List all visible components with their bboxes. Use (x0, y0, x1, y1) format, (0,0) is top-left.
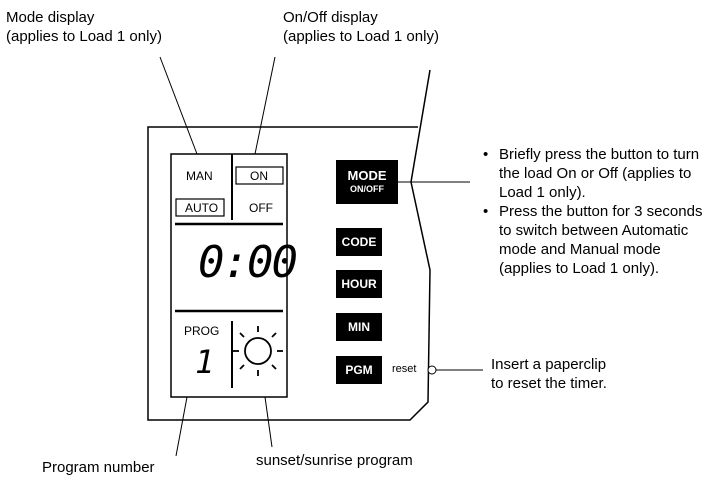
leader-mode-display (159, 56, 198, 155)
code-button[interactable]: CODE (336, 228, 382, 256)
reset-hole-icon (427, 365, 437, 375)
auto-box (175, 198, 225, 217)
lcd-prog-number: 1 (195, 343, 215, 381)
on-box (235, 166, 284, 185)
onoff-display-callout: On/Off display (applies to Load 1 only) (283, 8, 439, 46)
lcd-off-label: OFF (249, 201, 273, 215)
reset-label: reset (392, 363, 417, 375)
mode-display-title: Mode display (6, 9, 95, 26)
pgm-button[interactable]: PGM (336, 356, 382, 384)
min-button[interactable]: MIN (336, 313, 382, 341)
mode-button-sublabel: ON/OFF (350, 184, 384, 194)
lcd-time-readout: 0:00 (198, 237, 298, 288)
sun-icon (233, 326, 283, 376)
program-number-label: Program number (42, 459, 155, 476)
onoff-display-title: On/Off display (283, 9, 378, 26)
lcd-auto-label: AUTO (185, 201, 219, 215)
onoff-display-note: (applies to Load 1 only) (283, 28, 439, 45)
lcd-frame (170, 153, 288, 398)
leader-program-number (175, 396, 188, 457)
mode-onoff-button[interactable]: MODE ON/OFF (336, 160, 398, 204)
sunset-program-label: sunset/sunrise program (256, 452, 413, 469)
device-outline (147, 69, 431, 421)
reset-callout-line2: to reset the timer. (491, 375, 607, 392)
leader-onoff-display (254, 56, 276, 155)
reset-callout: Insert a paperclip to reset the timer. (491, 355, 607, 393)
lcd-man-label: MAN (186, 169, 213, 183)
hour-button[interactable]: HOUR (336, 270, 382, 298)
leader-sunset-program (264, 396, 273, 448)
reset-callout-line1: Insert a paperclip (491, 356, 607, 373)
mode-display-note: (applies to Load 1 only) (6, 28, 162, 45)
mode-display-callout: Mode display (applies to Load 1 only) (6, 8, 162, 46)
mode-note-brief-press: Briefly press the button to turn the loa… (480, 145, 712, 202)
lcd-on-label: ON (250, 169, 268, 183)
mode-note-long-press: Press the button for 3 seconds to switch… (480, 202, 712, 278)
mode-button-notes: Briefly press the button to turn the loa… (480, 145, 712, 278)
mode-button-label: MODE (347, 168, 387, 183)
lcd-prog-label: PROG (184, 324, 220, 338)
